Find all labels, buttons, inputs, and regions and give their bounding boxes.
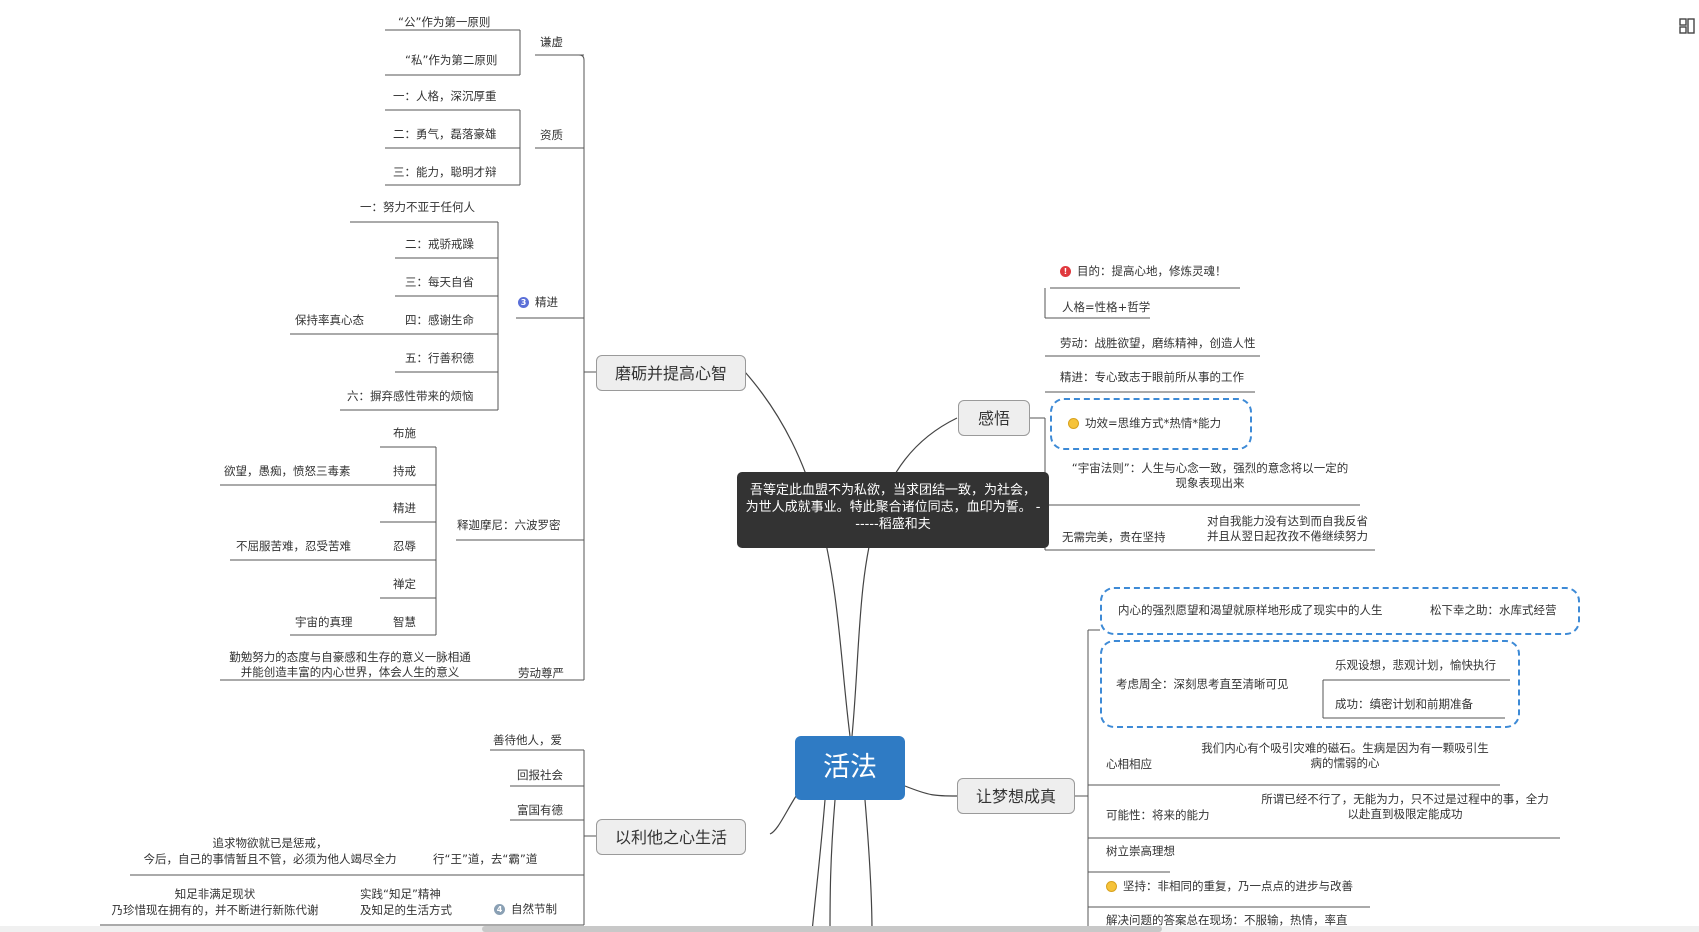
leaf-jiejue[interactable]: 解决问题的答案总在现场：不服输，热情，率直 — [1106, 913, 1348, 927]
leaf-jingjin-5[interactable]: 五：行善积德 — [405, 351, 474, 365]
label-jingjin-text: 精进 — [535, 295, 558, 309]
leaf-zhizu-1[interactable]: 实践“知足”精神 — [360, 887, 441, 901]
dashed-boundary-gongxiao — [1050, 398, 1252, 450]
leaf-gongxiao[interactable]: 功效=思维方式*热情*能力 — [1068, 416, 1221, 431]
leaf-gongxiao-text: 功效=思维方式*热情*能力 — [1085, 416, 1222, 430]
leaf-kaolv[interactable]: 考虑周全：深刻思考直至清晰可见 — [1116, 677, 1289, 691]
label-wangdao[interactable]: 行“王”道，去“霸”道 — [433, 852, 538, 866]
leaf-kunan[interactable]: 不屈服苦难，忍受苦难 — [236, 539, 351, 553]
topic-mobi[interactable]: 磨砺并提高心智 — [596, 355, 746, 391]
leaf-jingjin-gw[interactable]: 精进：专心致志于眼前所从事的工作 — [1060, 370, 1244, 384]
dashed-boundary-kaolv — [1100, 640, 1520, 728]
leaf-mudi[interactable]: ! 目的：提高心地，修炼灵魂！ — [1060, 264, 1227, 279]
leaf-yongqi[interactable]: 二：勇气，磊落豪雄 — [393, 127, 497, 141]
leaf-nengli[interactable]: 三：能力，聪明才辩 — [393, 165, 497, 179]
label-jingjin[interactable]: 3 精进 — [518, 295, 558, 310]
leaf-renge[interactable]: 一：人格，深沉厚重 — [393, 89, 497, 103]
leaf-renru[interactable]: 忍辱 — [393, 539, 416, 553]
leaf-lbl-jingjin[interactable]: 精进 — [393, 501, 416, 515]
leaf-neixin[interactable]: 内心的强烈愿望和渴望就原样地形成了现实中的人生 — [1118, 603, 1383, 617]
leaf-gong[interactable]: “公”作为第一原则 — [398, 15, 491, 29]
leaf-chanding[interactable]: 禅定 — [393, 577, 416, 591]
leaf-sandu[interactable]: 欲望，愚痴，愤怒三毒素 — [224, 464, 351, 478]
topic-lita[interactable]: 以利他之心生活 — [596, 819, 746, 855]
panel-toggle-icon[interactable] — [1679, 18, 1695, 34]
leaf-jingjin-2[interactable]: 二：戒骄戒躁 — [405, 237, 474, 251]
leaf-jianchi[interactable]: 坚持：非相同的重复，乃一点点的进步与改善 — [1106, 879, 1353, 894]
leaf-jingjin-6[interactable]: 六：摒弃感性带来的烦恼 — [347, 389, 474, 403]
leaf-kenengxing[interactable]: 可能性：将来的能力 — [1106, 808, 1210, 822]
leaf-wuxu-2[interactable]: 并且从翌日起孜孜不倦继续努力 — [1207, 529, 1368, 543]
leaf-yuzhou[interactable]: 宇宙的真理 — [295, 615, 353, 629]
central-topic[interactable]: 活法 — [795, 736, 905, 800]
leaf-zhizu-2[interactable]: 及知足的生活方式 — [360, 903, 452, 917]
leaf-jingjin-4[interactable]: 四：感谢生命 — [405, 313, 474, 327]
leaf-leguan[interactable]: 乐观设想，悲观计划，愉快执行 — [1335, 658, 1496, 672]
leaf-huibao[interactable]: 回报社会 — [517, 768, 563, 782]
priority-4-icon: 4 — [494, 904, 505, 915]
label-laodong[interactable]: 劳动尊严 — [518, 666, 564, 680]
leaf-manzu-1[interactable]: 知足非满足现状 — [174, 887, 256, 901]
leaf-manzu-2[interactable]: 乃珍惜现在拥有的，并不断进行新陈代谢 — [111, 903, 319, 917]
leaf-xinxiang-2[interactable]: 病的懦弱的心 — [1310, 756, 1380, 770]
leaf-bushi[interactable]: 布施 — [393, 426, 416, 440]
leaf-jianchi-text: 坚持：非相同的重复，乃一点点的进步与改善 — [1123, 879, 1353, 893]
leaf-mudi-text: 目的：提高心地，修炼灵魂！ — [1077, 264, 1227, 278]
topic-ganwu[interactable]: 感悟 — [958, 400, 1030, 436]
leaf-songxia[interactable]: 松下幸之助：水库式经营 — [1430, 603, 1557, 617]
leaf-si[interactable]: “私”作为第二原则 — [405, 53, 498, 67]
label-ziran-text: 自然节制 — [511, 902, 557, 916]
leaf-wuxu-1[interactable]: 对自我能力没有达到而自我反省 — [1207, 514, 1368, 528]
leaf-renge-gs[interactable]: 人格=性格+哲学 — [1062, 300, 1151, 314]
leaf-fuguo[interactable]: 富国有德 — [517, 803, 563, 817]
priority-3-icon: 3 — [518, 297, 529, 308]
leaf-shandai[interactable]: 善待他人，爱 — [493, 733, 562, 747]
label-liuboluomi[interactable]: 释迦摩尼：六波罗密 — [457, 518, 561, 532]
leaf-yuzhou-1[interactable]: “宇宙法则”：人生与心念一致，强烈的意念将以一定的 — [1071, 461, 1349, 475]
leaf-wangdao-1[interactable]: 追求物欲就已是惩戒， — [212, 836, 328, 850]
leaf-laodong-2[interactable]: 并能创造丰富的内心世界，体会人生的意义 — [240, 665, 460, 679]
leaf-keneng-1[interactable]: 所谓已经不行了，无能为力，只不过是过程中的事，全力 — [1261, 792, 1549, 806]
smiley-icon — [1106, 881, 1117, 892]
leaf-shuli[interactable]: 树立崇高理想 — [1106, 844, 1175, 858]
leaf-chijie[interactable]: 持戒 — [393, 464, 416, 478]
smiley-icon — [1068, 418, 1079, 429]
topic-mengxiang[interactable]: 让梦想成真 — [957, 778, 1075, 814]
leaf-chenggong[interactable]: 成功：缜密计划和前期准备 — [1335, 697, 1473, 711]
label-zizhi[interactable]: 资质 — [540, 128, 563, 142]
leaf-yuzhou-2[interactable]: 现象表现出来 — [1175, 476, 1245, 490]
leaf-laodong-1[interactable]: 勤勉努力的态度与自豪感和生存的意义一脉相通 — [229, 650, 471, 664]
label-ziran[interactable]: 4 自然节制 — [494, 902, 557, 917]
leaf-jingjin-3[interactable]: 三：每天自省 — [405, 275, 474, 289]
label-qianxu[interactable]: 谦虚 — [540, 35, 563, 49]
leaf-laodong-gw[interactable]: 劳动：战胜欲望，磨练精神，创造人性 — [1060, 336, 1256, 350]
horizontal-scrollbar-thumb[interactable] — [482, 926, 1162, 932]
leaf-wuxu[interactable]: 无需完美，贵在坚持 — [1062, 530, 1166, 544]
exclamation-icon: ! — [1060, 266, 1071, 277]
leaf-wangdao-2[interactable]: 今后，自己的事情暂且不管，必须为他人竭尽全力 — [143, 852, 397, 866]
leaf-keneng-2[interactable]: 以赴直到极限定能成功 — [1347, 807, 1463, 821]
leaf-jingjin-1[interactable]: 一：努力不亚于任何人 — [360, 200, 475, 214]
leaf-zhihui[interactable]: 智慧 — [393, 615, 416, 629]
leaf-xinxiang[interactable]: 心相相应 — [1106, 757, 1152, 771]
leaf-xinxiang-1[interactable]: 我们内心有个吸引灾难的磁石。生病是因为有一颗吸引生 — [1201, 741, 1489, 755]
floating-note[interactable]: 吾等定此血盟不为私欲，当求团结一致，为社会，为世人成就事业。特此聚合诸位同志，血… — [737, 472, 1049, 548]
dashed-boundary-neixin — [1100, 587, 1580, 635]
leaf-shuaizhen[interactable]: 保持率真心态 — [295, 313, 364, 327]
